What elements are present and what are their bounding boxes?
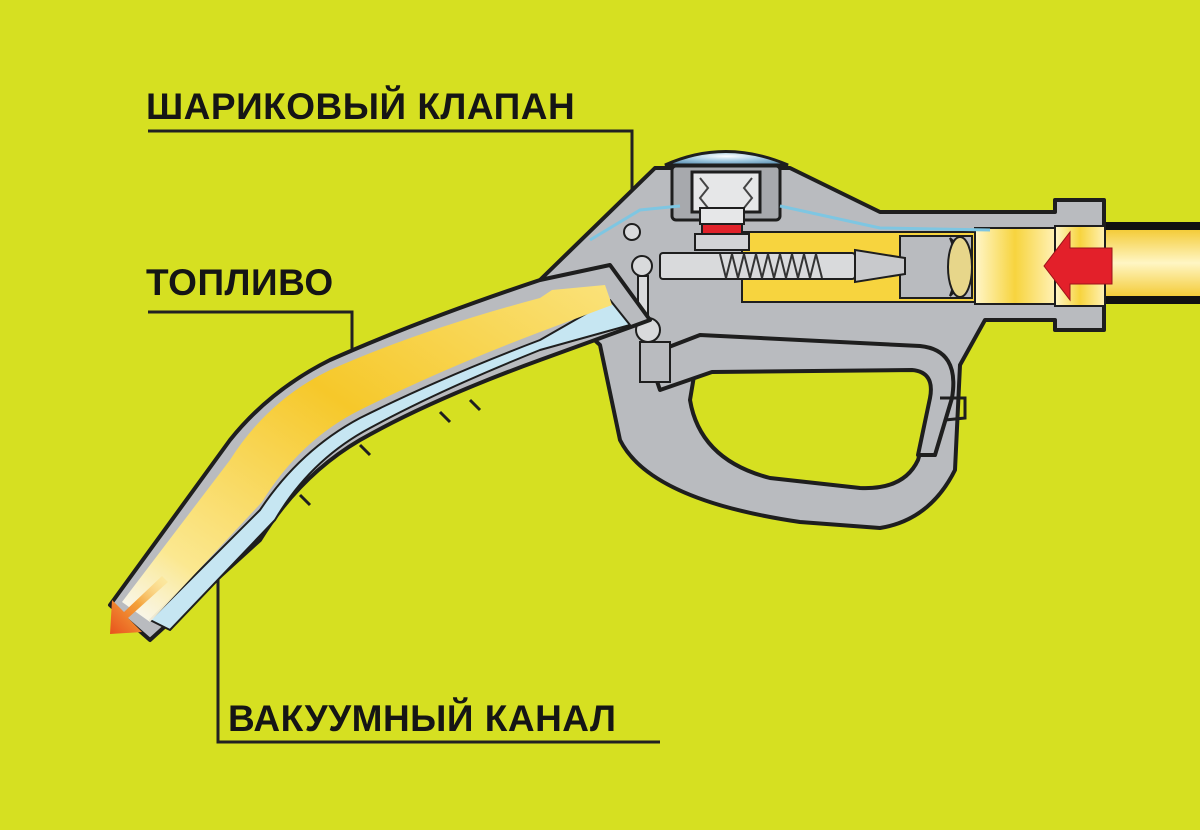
inflow-arrow <box>1043 230 1113 302</box>
nozzle-body <box>538 166 1106 530</box>
vacuum-channel-top <box>589 204 991 242</box>
inlet-hose <box>1104 222 1200 304</box>
ball-valve-ball <box>623 223 641 241</box>
ball-valve-assembly <box>664 150 789 251</box>
main-valve <box>659 236 973 298</box>
leader-lines <box>148 129 660 744</box>
lever-clip <box>940 396 967 422</box>
ball-valve-label: ШАРИКОВЫЙ КЛАПАН <box>146 86 576 127</box>
outflow-arrow <box>110 576 168 634</box>
fuel-label: ТОПЛИВО <box>146 262 334 303</box>
leader-line-vacuum <box>216 556 660 744</box>
vacuum-channel-label: ВАКУУМНЫЙ КАНАЛ <box>228 698 617 739</box>
spout <box>108 263 652 642</box>
leader-line-ball-valve <box>148 129 634 226</box>
